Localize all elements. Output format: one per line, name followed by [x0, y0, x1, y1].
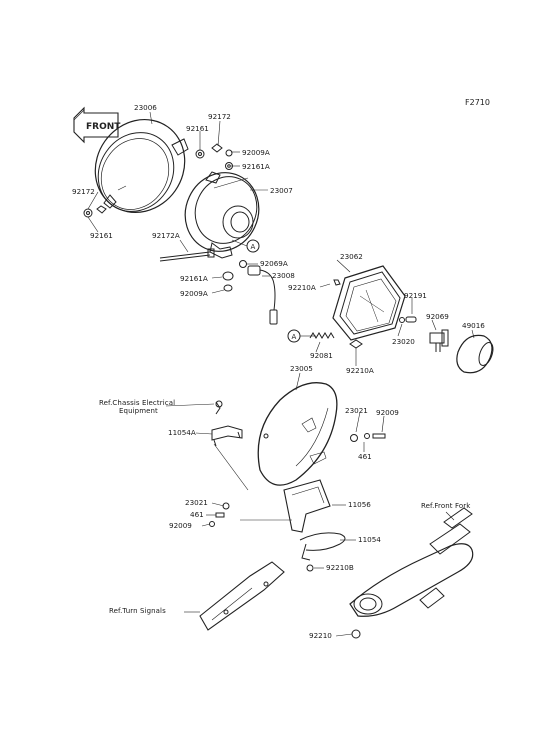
label-92009-left: 92009 — [169, 521, 192, 530]
bracket-11054A — [211, 400, 243, 447]
spring-92081 — [309, 332, 335, 339]
marker-a — [231, 239, 316, 343]
label-49016: 49016 — [462, 321, 485, 330]
hardware-mid — [209, 433, 386, 527]
bulb-and-socket — [222, 260, 278, 325]
marker-a-label-1: A — [251, 243, 256, 251]
headlight-unit-23062 — [332, 265, 406, 341]
label-92161-top: 92161 — [186, 124, 209, 133]
label-92081: 92081 — [310, 351, 333, 360]
label-92172-left: 92172 — [72, 187, 95, 196]
label-23021-right: 23021 — [345, 406, 368, 415]
label-461-left: 461 — [190, 510, 204, 519]
label-461-right: 461 — [358, 452, 372, 461]
ref-chassis-electrical: Ref.Chassis Electrical — [99, 399, 176, 407]
label-23021-left: 23021 — [185, 498, 208, 507]
label-23005: 23005 — [290, 364, 313, 373]
label-92210B: 92210B — [326, 563, 354, 572]
headlight-housing-23007 — [184, 171, 260, 259]
wire-bracket-11054 — [299, 532, 346, 572]
label-92210: 92210 — [309, 631, 332, 640]
label-92009A-top: 92009A — [242, 148, 270, 157]
label-92210A-bot: 92210A — [346, 366, 374, 375]
label-11056: 11056 — [348, 500, 371, 509]
label-92069A: 92069A — [260, 259, 288, 268]
ref-front-fork: Ref.Front Fork — [421, 502, 471, 510]
label-23008: 23008 — [272, 271, 295, 280]
label-92009A-bot: 92009A — [180, 289, 208, 298]
figure-id: F2710 — [465, 98, 490, 107]
label-92161-left: 92161 — [90, 231, 113, 240]
screw-92210A — [349, 339, 363, 349]
leader-lines — [87, 111, 475, 637]
ref-chassis-equipment: Equipment — [119, 407, 158, 415]
label-92161A-bot: 92161A — [180, 274, 208, 283]
label-92009-right: 92009 — [376, 408, 399, 417]
label-92172-top: 92172 — [208, 112, 231, 121]
front-fork-bracket — [349, 507, 474, 639]
label-92210A-left: 92210A — [288, 283, 316, 292]
label-23020: 23020 — [392, 337, 415, 346]
label-92069: 92069 — [426, 312, 449, 321]
bracket-11056 — [283, 479, 331, 533]
label-11054: 11054 — [358, 535, 381, 544]
headlight-rim-23006 — [94, 118, 189, 214]
front-direction-arrow: FRONT — [73, 106, 121, 144]
marker-a-label-2: A — [292, 333, 297, 341]
label-92161A-top: 92161A — [242, 162, 270, 171]
label-92172A: 92172A — [152, 231, 180, 240]
turn-signal-bracket — [199, 561, 285, 631]
label-23007: 23007 — [270, 186, 293, 195]
bolt-92172A — [159, 248, 215, 262]
label-11054A: 11054A — [168, 428, 196, 437]
label-23006: 23006 — [134, 103, 157, 112]
bulb-parts-right — [399, 316, 494, 374]
front-arrow-text: FRONT — [86, 122, 121, 132]
ref-turn-signals: Ref.Turn Signals — [109, 607, 166, 615]
label-92191: 92191 — [404, 291, 427, 300]
label-23062: 23062 — [340, 252, 363, 261]
headlight-lens-23005 — [257, 382, 338, 486]
